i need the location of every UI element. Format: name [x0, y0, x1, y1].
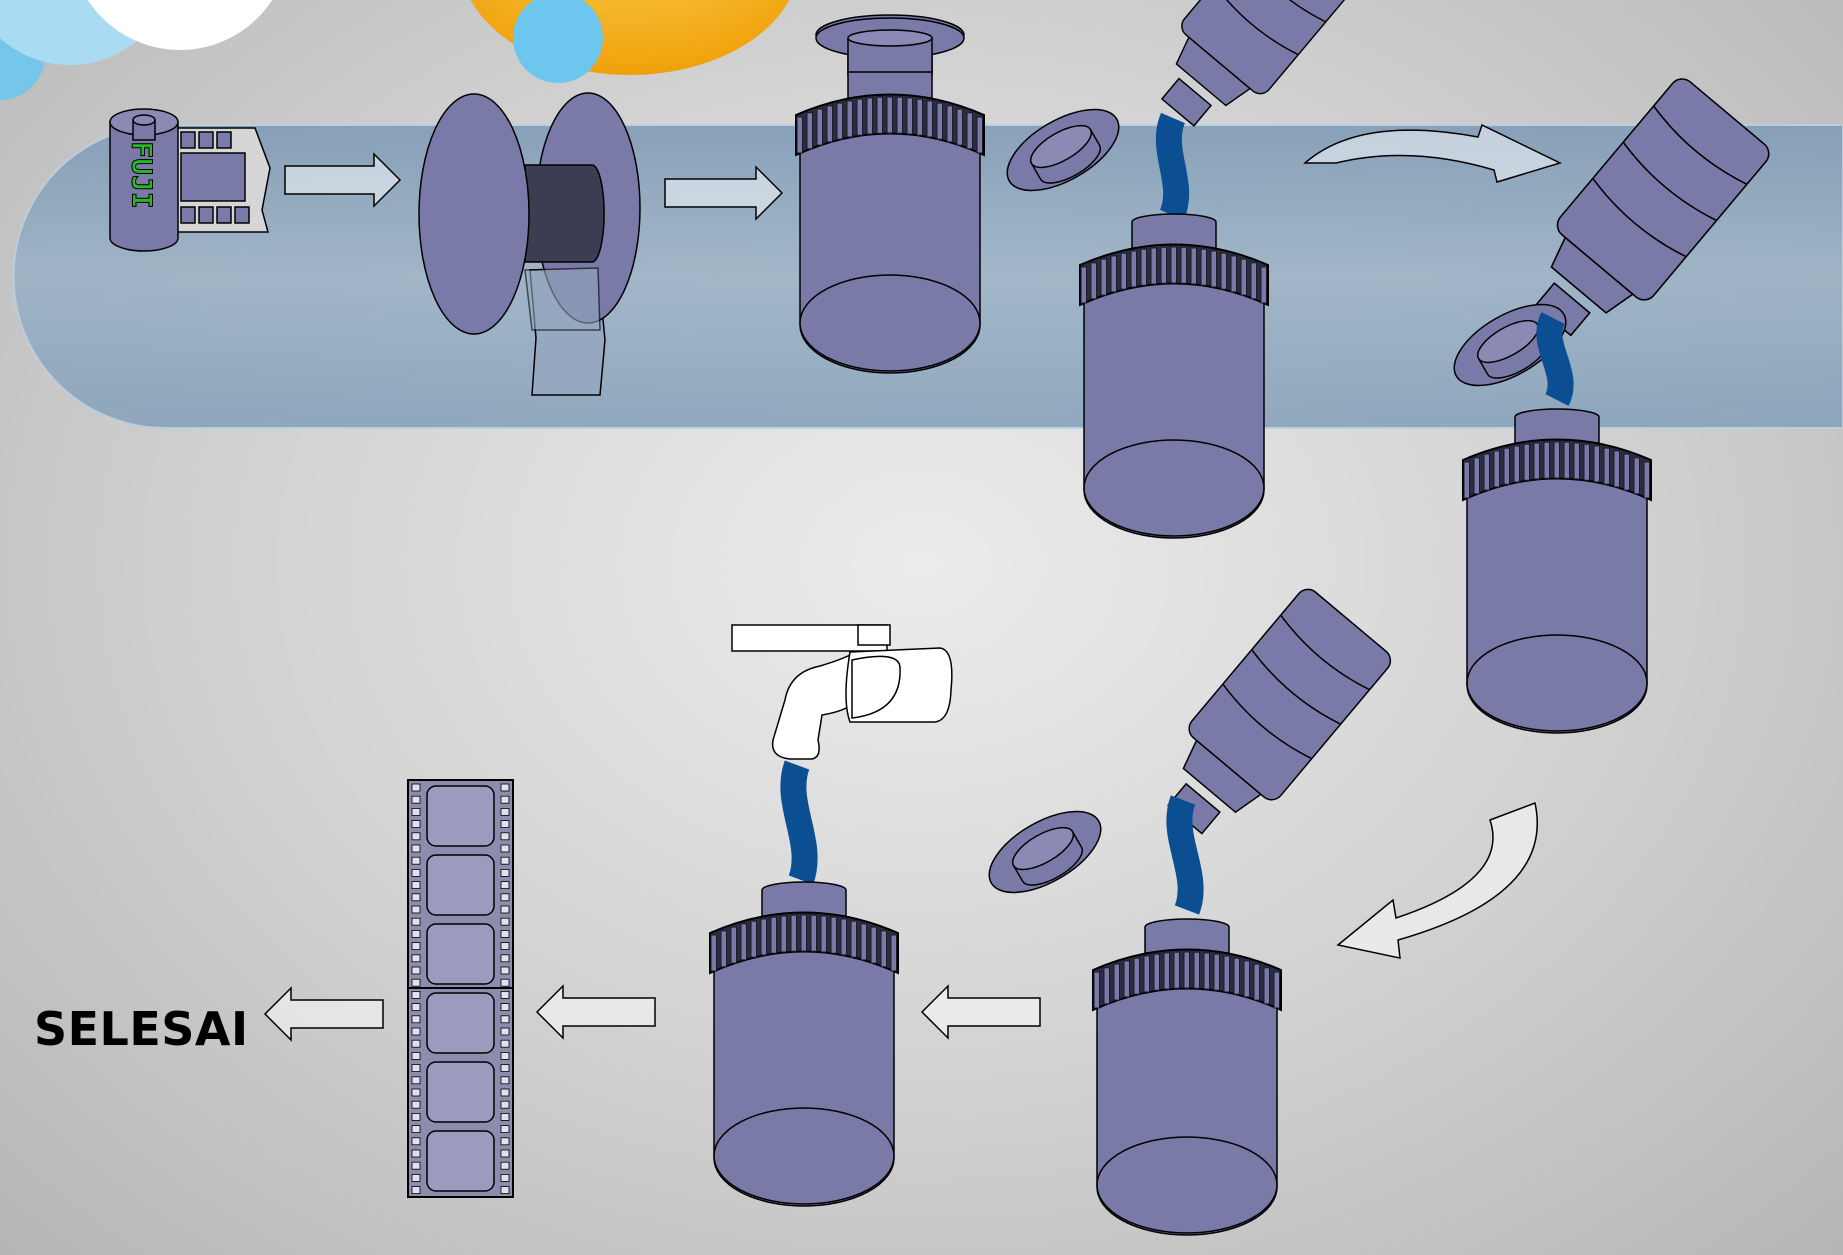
- curved-arrow-icon: [1336, 801, 1538, 959]
- film-reel-icon: [418, 92, 641, 396]
- developing-tank-6: [709, 881, 899, 1207]
- tank-cap-3: [988, 810, 1102, 894]
- developing-tank-3: [1079, 213, 1269, 539]
- developing-tank-5: [1092, 918, 1282, 1236]
- chemical-bottle-1: [1160, 0, 1374, 127]
- bubble-shape: [513, 0, 603, 83]
- developing-tank-4: [1462, 408, 1652, 734]
- developing-tank-2: [795, 63, 985, 374]
- background-decoration: [0, 0, 790, 100]
- arrow-4: [535, 984, 656, 1040]
- tank-lid: [815, 17, 965, 73]
- film-frame: [426, 785, 495, 847]
- arrow-1: [284, 152, 402, 208]
- tank-collar: [1092, 948, 1282, 1012]
- film-frame: [426, 1130, 495, 1192]
- film-frame: [426, 854, 495, 916]
- liquid-stream-2: [1536, 312, 1574, 406]
- chemical-bottle-3: [1167, 588, 1392, 835]
- film-frame: [426, 1061, 495, 1123]
- arrow-3: [920, 984, 1041, 1040]
- liquid-stream-3: [1166, 795, 1204, 915]
- finish-label: SELESAI: [34, 1002, 249, 1056]
- tank-collar: [795, 93, 985, 157]
- chemical-bottle-2: [1534, 78, 1770, 337]
- curved-arrow-icon: [1302, 123, 1563, 183]
- liquid-stream-1: [1155, 112, 1190, 221]
- film-canister-icon: [109, 108, 271, 252]
- water-stream: [780, 760, 818, 885]
- tank-collar: [709, 911, 899, 975]
- water-tap-icon: [731, 624, 953, 760]
- sun-shape: [470, 0, 790, 75]
- film-frame: [426, 992, 495, 1054]
- tank-collar: [1079, 243, 1269, 307]
- film-brand-label: FUJI: [126, 141, 159, 208]
- film-frame: [426, 923, 495, 985]
- tank-cap-1: [1006, 108, 1120, 192]
- tank-collar: [1462, 438, 1652, 502]
- arrow-5: [263, 986, 384, 1042]
- arrow-2: [664, 165, 784, 221]
- film-strip-icon: [407, 779, 514, 1198]
